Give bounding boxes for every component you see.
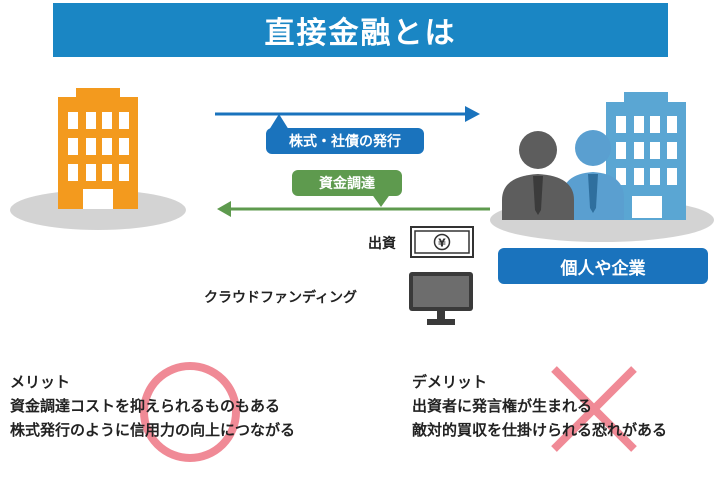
right-entity-label: 個人や企業 xyxy=(498,248,708,284)
cross-mark-icon xyxy=(551,366,637,452)
svg-text:¥: ¥ xyxy=(438,237,446,250)
title-banner: 直接金融とは xyxy=(53,3,668,57)
right-entity-group xyxy=(490,92,714,242)
merits-section: メリット 資金調達コストを抑えられるものもある 株式発行のように信用力の向上につ… xyxy=(10,362,370,465)
computer-monitor-icon xyxy=(409,272,473,325)
issue-label: 株式・社債の発行 xyxy=(266,128,424,154)
merits-heading: メリット xyxy=(10,373,71,391)
demerit-line: 敵対的買収を仕掛けられる恐れがある xyxy=(412,421,668,439)
office-building-icon xyxy=(58,88,138,209)
issue-arrow xyxy=(215,106,480,130)
demerit-line: 出資者に発言権が生まれる xyxy=(412,397,593,415)
funding-arrow xyxy=(217,193,490,217)
person-gray-icon xyxy=(502,131,574,220)
person-blue-icon xyxy=(562,130,624,220)
circle-mark-icon xyxy=(140,362,240,462)
crowdfunding-label: クラウドファンディング xyxy=(204,290,358,306)
merit-line: 株式発行のように信用力の向上につながる xyxy=(10,421,296,439)
merit-line: 資金調達コストを抑えられるものもある xyxy=(10,397,281,415)
investment-label: 出資 xyxy=(368,236,396,252)
demerits-heading: デメリット xyxy=(412,373,488,391)
page-title: 直接金融とは xyxy=(264,16,457,51)
yen-bill-icon: ¥ xyxy=(410,226,474,258)
left-ground-shadow xyxy=(10,190,186,230)
funding-label: 資金調達 xyxy=(292,170,402,196)
demerits-section: デメリット 出資者に発言権が生まれる 敵対的買収を仕掛けられる恐れがある xyxy=(412,365,717,465)
left-building-group xyxy=(10,88,186,230)
